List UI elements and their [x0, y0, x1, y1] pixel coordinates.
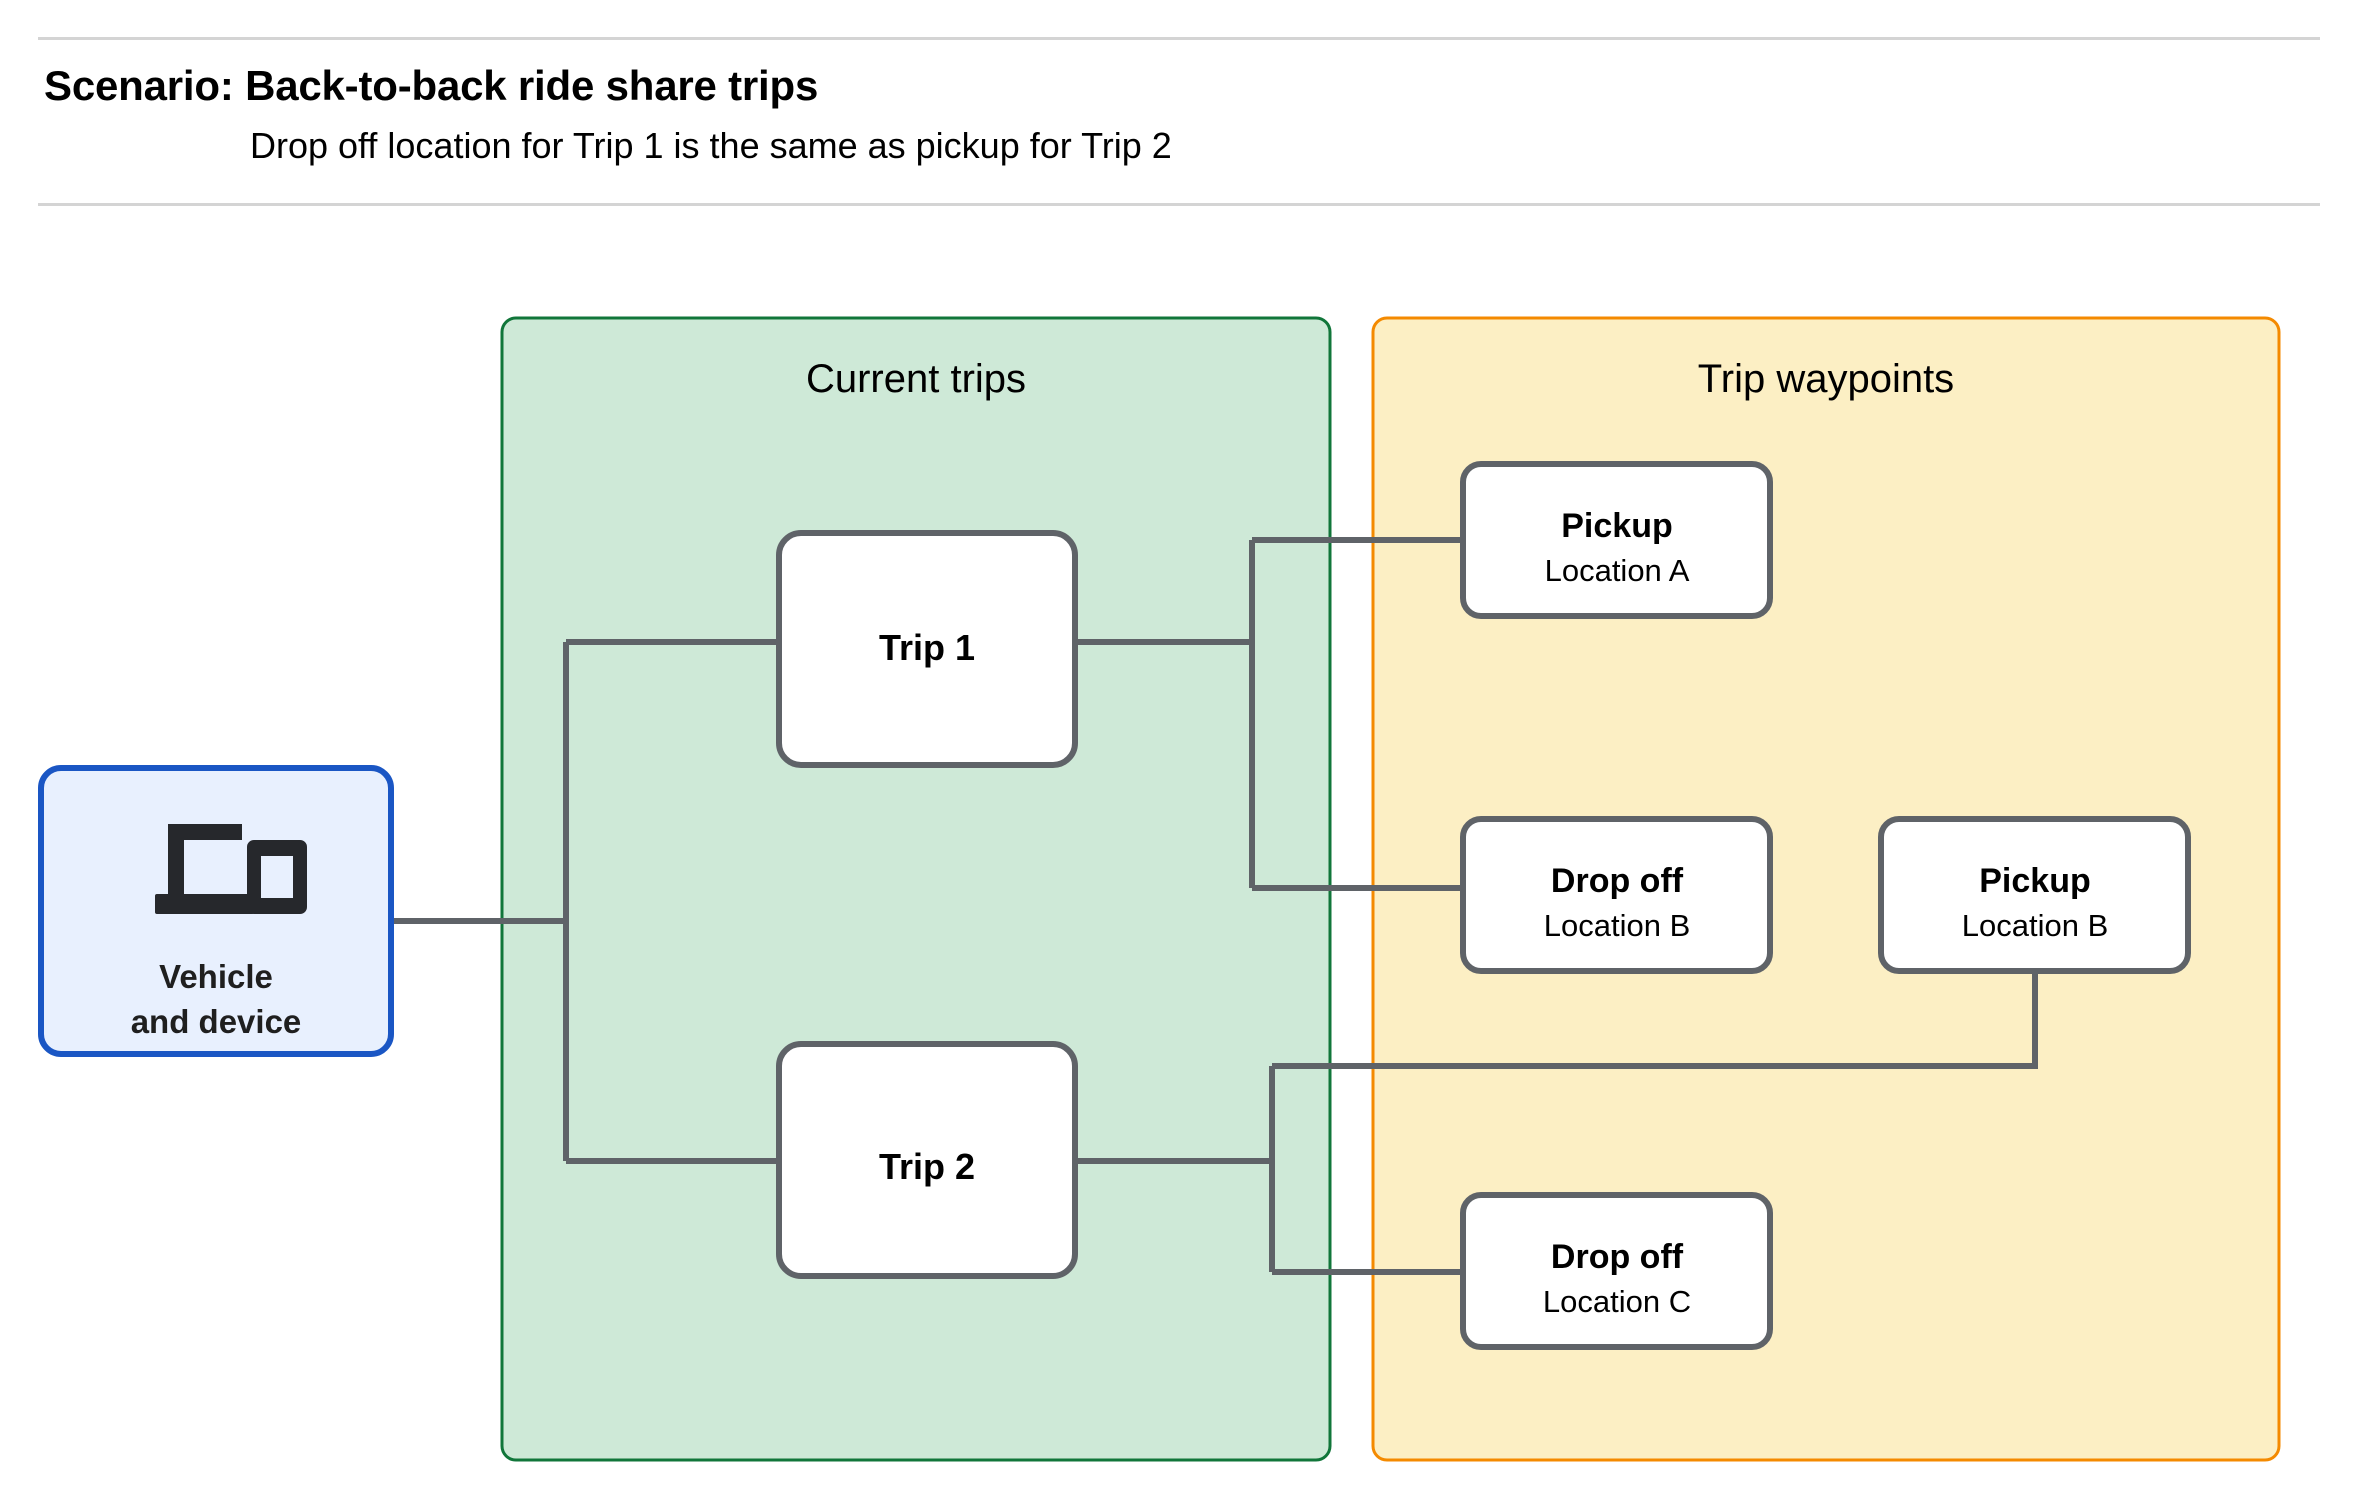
waypoint-dropoff-b-location: Location B — [1544, 908, 1691, 943]
header-divider-top — [38, 37, 2320, 40]
waypoint-pickup-b-box[interactable] — [1878, 816, 2191, 974]
trip-2-label: Trip 2 — [879, 1146, 975, 1187]
waypoint-pickup-a-title: Pickup — [1561, 507, 1672, 545]
connector-trip2-to-pickup-b — [1272, 966, 2038, 1069]
waypoint-dropoff-b-node[interactable]: Drop off Location B — [1460, 816, 1773, 974]
page-subtitle: Drop off location for Trip 1 is the same… — [250, 125, 1172, 166]
connector-layer — [390, 537, 2038, 1275]
page-header: Scenario: Back-to-back ride share trips … — [0, 0, 2357, 206]
trip-1-node[interactable]: Trip 1 — [776, 530, 1078, 768]
devices-icon — [155, 824, 307, 914]
waypoint-dropoff-c-box[interactable] — [1460, 1192, 1773, 1350]
waypoint-dropoff-b-title: Drop off — [1551, 862, 1684, 900]
waypoint-pickup-a-location: Location A — [1545, 553, 1690, 588]
waypoint-pickup-b-node[interactable]: Pickup Location B — [1878, 816, 2191, 974]
panel-current-trips: Current trips — [500, 316, 1332, 1462]
waypoint-dropoff-c-location: Location C — [1543, 1284, 1691, 1319]
current-trips-panel-bg — [500, 316, 1332, 1462]
vehicle-and-device-label-line2: and device — [131, 1003, 302, 1040]
waypoint-pickup-a-box[interactable] — [1460, 461, 1773, 619]
waypoint-dropoff-c-node[interactable]: Drop off Location C — [1460, 1192, 1773, 1350]
page-title: Scenario: Back-to-back ride share trips — [44, 62, 819, 109]
trip-waypoints-panel-title: Trip waypoints — [1698, 357, 1954, 401]
devices-icon-laptop-screen — [168, 824, 242, 894]
waypoint-pickup-b-title: Pickup — [1979, 862, 2090, 900]
vehicle-and-device-label-line1: Vehicle — [159, 958, 273, 995]
waypoint-dropoff-b-box[interactable] — [1460, 816, 1773, 974]
current-trips-panel-title: Current trips — [806, 357, 1026, 401]
devices-icon-laptop-base — [155, 894, 254, 914]
devices-icon-phone — [247, 840, 307, 914]
waypoint-pickup-b-location: Location B — [1962, 908, 2109, 943]
waypoint-pickup-a-node[interactable]: Pickup Location A — [1460, 461, 1773, 619]
trip-1-label: Trip 1 — [879, 627, 975, 668]
trip-2-node[interactable]: Trip 2 — [776, 1041, 1078, 1279]
header-divider-bottom — [38, 203, 2320, 206]
waypoint-dropoff-c-title: Drop off — [1551, 1238, 1684, 1276]
trip-1-box[interactable] — [776, 530, 1078, 768]
vehicle-and-device-node[interactable]: Vehicle and device — [38, 765, 394, 1057]
trip-2-box[interactable] — [776, 1041, 1078, 1279]
